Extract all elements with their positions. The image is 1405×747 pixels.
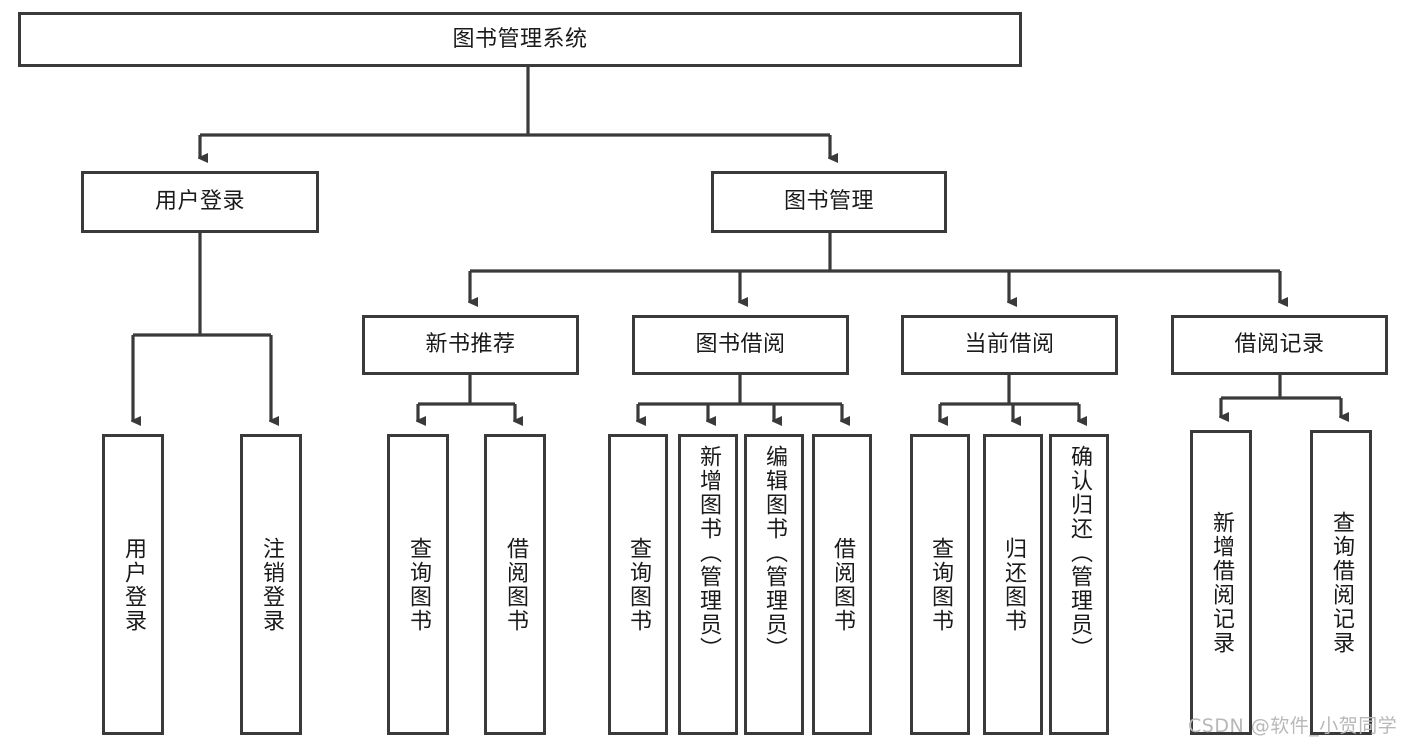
- node-leaf-query-book-bb-label: 查询图书: [625, 536, 651, 633]
- node-current-borrowing-label: 当前借阅: [964, 332, 1055, 358]
- node-new-book-recommendation-label: 新书推荐: [425, 332, 516, 358]
- node-leaf-edit-book-admin-label: 编辑图书（管理员）: [761, 445, 787, 661]
- node-book-management-label: 图书管理: [783, 189, 874, 215]
- node-leaf-query-borrow-record[interactable]: 查询借阅记录: [1310, 430, 1372, 735]
- node-book-management[interactable]: 图书管理: [711, 171, 947, 233]
- node-borrowing-records-label: 借阅记录: [1234, 332, 1325, 358]
- node-leaf-query-book-bb[interactable]: 查询图书: [608, 434, 668, 735]
- node-book-borrowing[interactable]: 图书借阅: [632, 315, 849, 375]
- node-leaf-borrow-book-bb-label: 借阅图书: [829, 536, 855, 633]
- node-leaf-borrow-book-nbr[interactable]: 借阅图书: [484, 434, 546, 735]
- node-leaf-user-login[interactable]: 用户登录: [102, 434, 164, 735]
- node-leaf-query-book-cb-label: 查询图书: [927, 536, 953, 633]
- node-leaf-add-book-admin-label: 新增图书（管理员）: [695, 445, 721, 661]
- node-leaf-query-book-cb[interactable]: 查询图书: [910, 434, 970, 735]
- node-leaf-query-borrow-record-label: 查询借阅记录: [1328, 510, 1354, 655]
- node-leaf-add-borrow-record-label: 新增借阅记录: [1208, 510, 1234, 655]
- node-borrowing-records[interactable]: 借阅记录: [1171, 315, 1388, 375]
- node-leaf-confirm-return-admin[interactable]: 确认归还（管理员）: [1049, 434, 1109, 735]
- node-leaf-borrow-book-nbr-label: 借阅图书: [502, 536, 528, 633]
- node-leaf-user-login-label: 用户登录: [120, 536, 146, 633]
- node-leaf-logout[interactable]: 注销登录: [240, 434, 302, 735]
- node-new-book-recommendation[interactable]: 新书推荐: [362, 315, 579, 375]
- node-leaf-add-borrow-record[interactable]: 新增借阅记录: [1190, 430, 1252, 735]
- node-leaf-borrow-book-bb[interactable]: 借阅图书: [812, 434, 872, 735]
- node-leaf-logout-label: 注销登录: [258, 536, 284, 633]
- node-current-borrowing[interactable]: 当前借阅: [901, 315, 1118, 375]
- node-root-system[interactable]: 图书管理系统: [18, 12, 1022, 67]
- node-book-borrowing-label: 图书借阅: [695, 332, 786, 358]
- node-user-login-label: 用户登录: [154, 189, 245, 215]
- node-leaf-return-book[interactable]: 归还图书: [983, 434, 1043, 735]
- node-leaf-edit-book-admin[interactable]: 编辑图书（管理员）: [744, 434, 804, 735]
- node-root-system-label: 图书管理系统: [452, 26, 588, 52]
- node-leaf-query-book-nbr[interactable]: 查询图书: [387, 434, 449, 735]
- csdn-watermark: CSDN @软件_小贺同学: [1188, 715, 1398, 737]
- node-user-login[interactable]: 用户登录: [81, 171, 319, 233]
- node-leaf-return-book-label: 归还图书: [1000, 536, 1026, 633]
- node-leaf-confirm-return-admin-label: 确认归还（管理员）: [1066, 445, 1092, 661]
- node-leaf-add-book-admin[interactable]: 新增图书（管理员）: [678, 434, 738, 735]
- node-leaf-query-book-nbr-label: 查询图书: [405, 536, 431, 633]
